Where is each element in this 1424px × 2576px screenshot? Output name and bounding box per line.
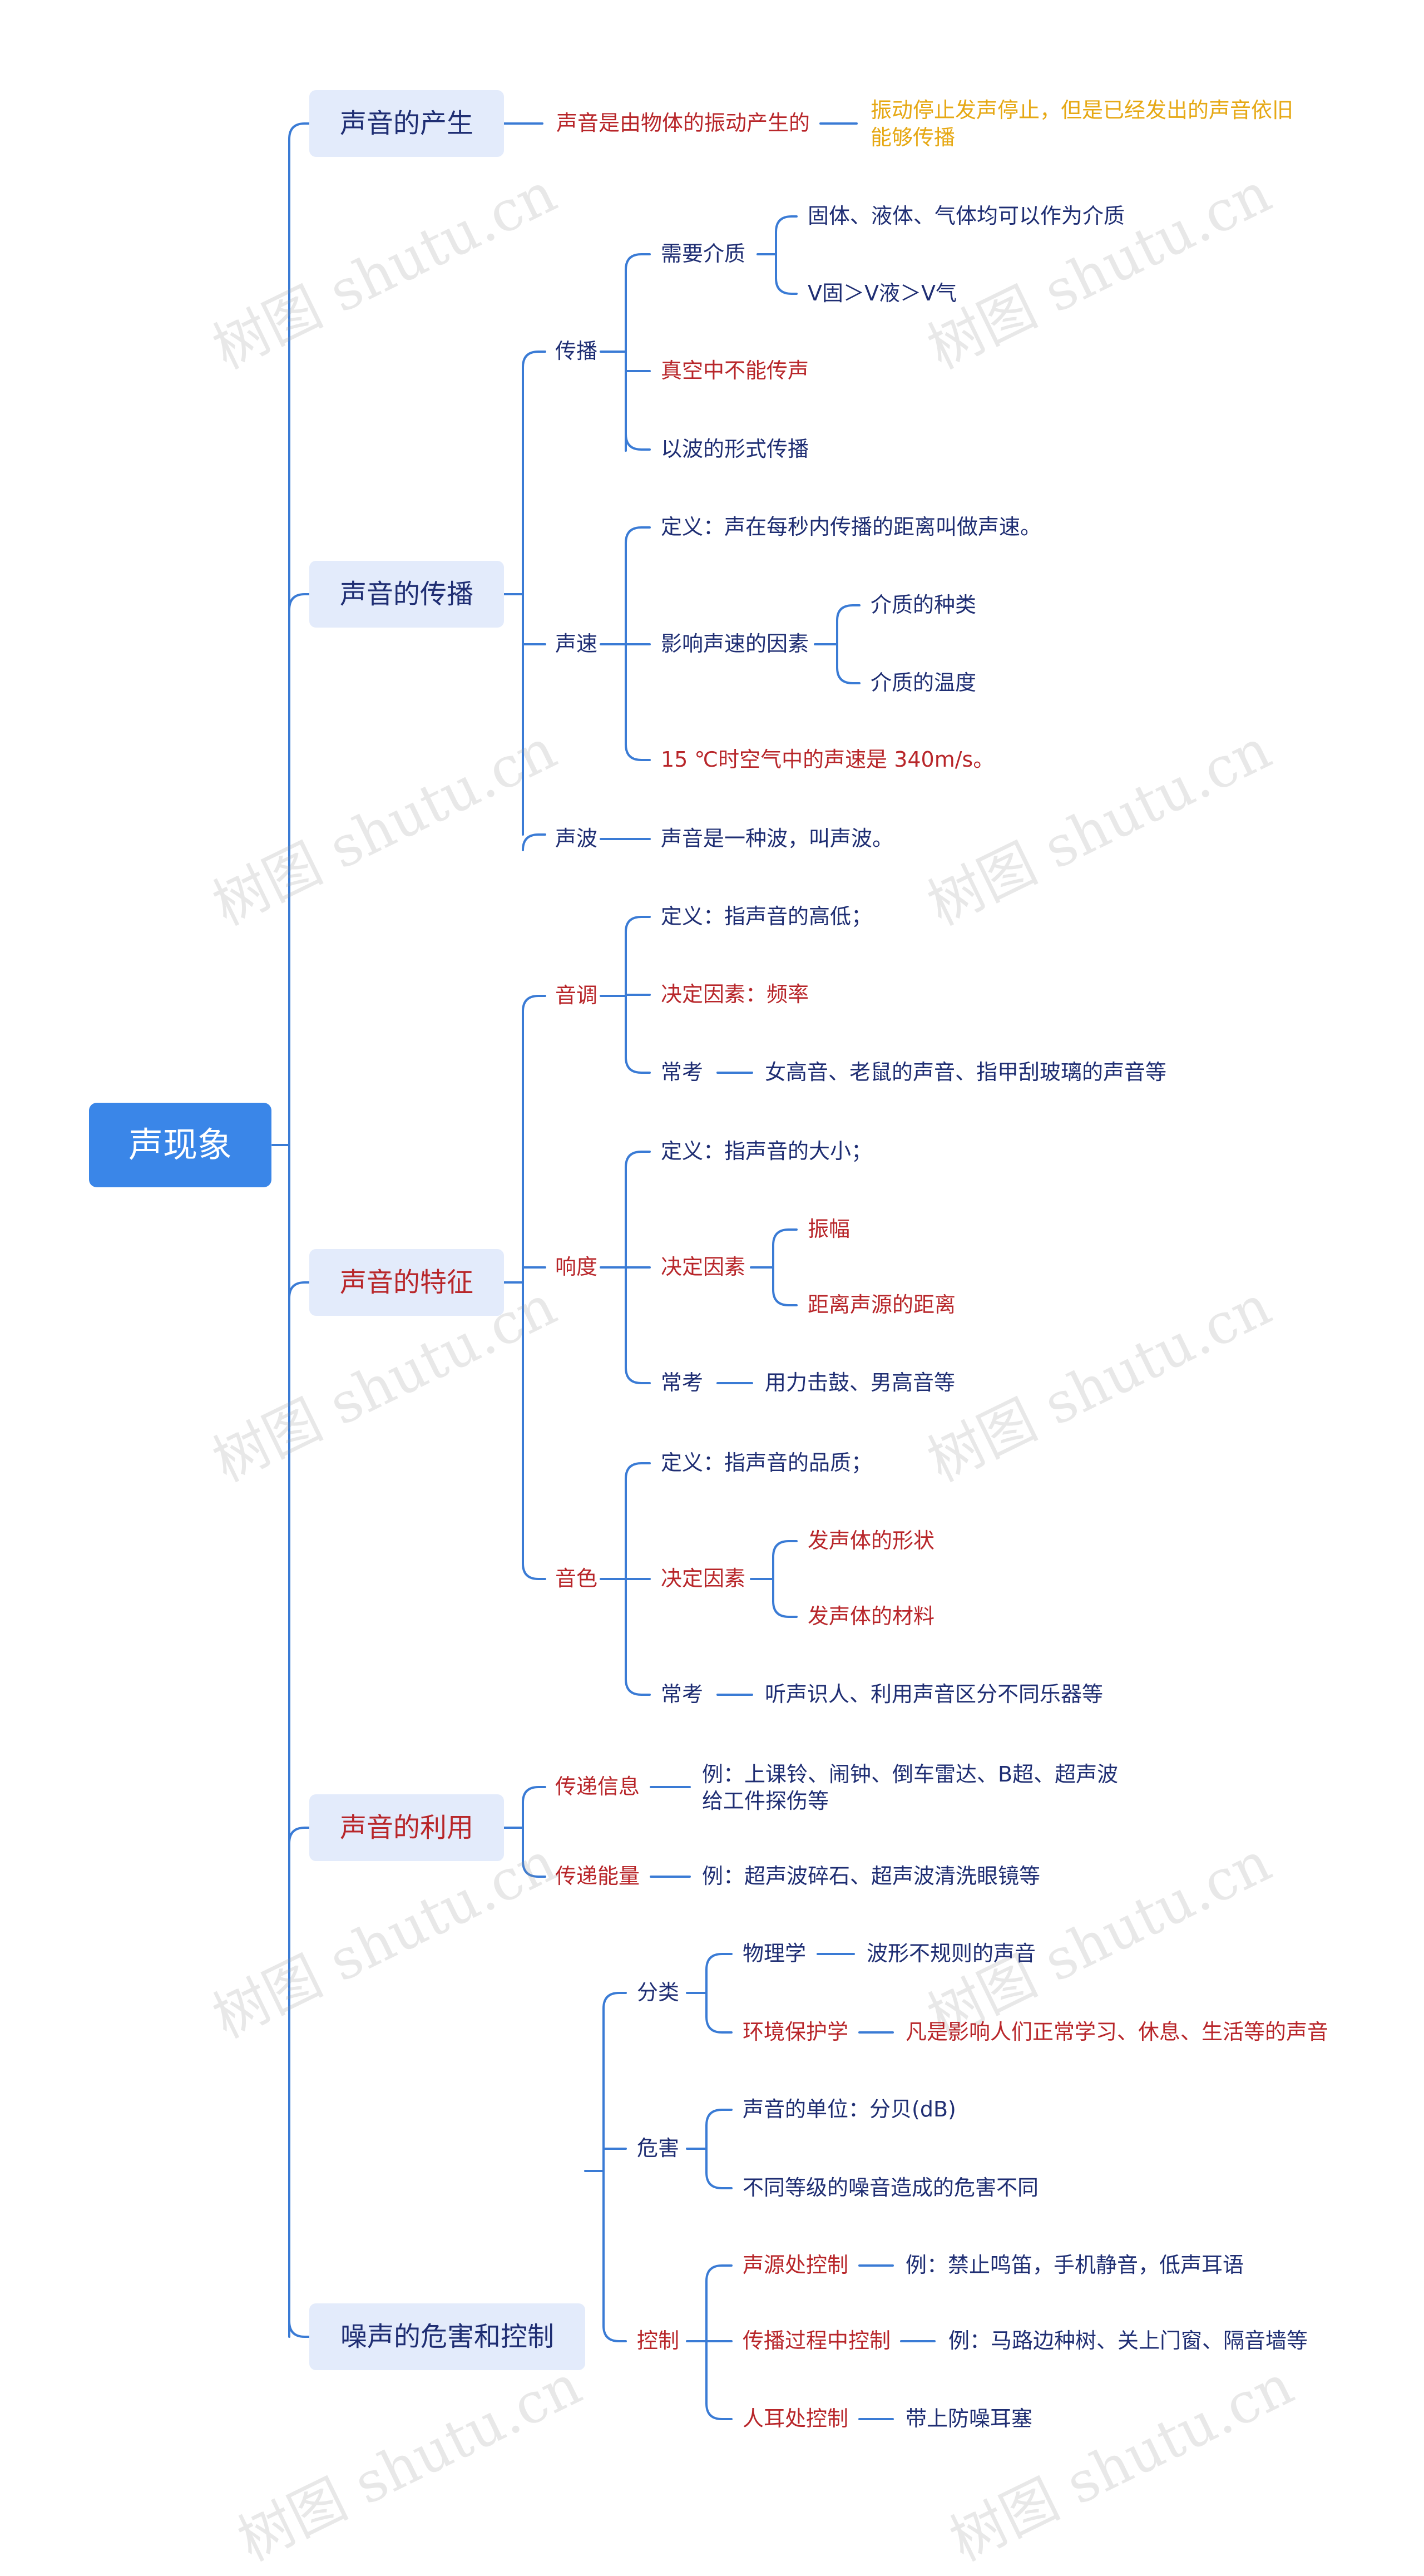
usage-info[interactable]: 传递信息	[555, 1774, 640, 1799]
loudness-definition[interactable]: 定义：指声音的大小；	[661, 1139, 873, 1163]
production-fact[interactable]: 声音是由物体的振动产生的	[556, 111, 810, 135]
timbre-factor-a[interactable]: 发声体的形状	[808, 1528, 935, 1553]
spread-vacuum[interactable]: 真空中不能传声	[661, 358, 809, 383]
usage-energy[interactable]: 传递能量	[555, 1864, 640, 1888]
spread-label[interactable]: 传播	[555, 339, 598, 363]
timbre-factor-b[interactable]: 发声体的材料	[808, 1604, 935, 1628]
loudness-factor[interactable]: 决定因素	[661, 1255, 746, 1279]
branch-usage[interactable]: 声音的利用	[309, 1794, 504, 1861]
speed-factor-a[interactable]: 介质的种类	[871, 593, 977, 617]
classify-env-text[interactable]: 凡是影响人们正常学习、休息、生活等的声音	[906, 2020, 1329, 2044]
spread-medium-a[interactable]: 固体、液体、气体均可以作为介质	[808, 204, 1125, 228]
branch-propagation-label: 声音的传播	[339, 579, 473, 610]
branch-noise[interactable]: 噪声的危害和控制	[309, 2303, 585, 2370]
control-ear-text[interactable]: 带上防噪耳塞	[906, 2406, 1033, 2431]
harm-label[interactable]: 危害	[637, 2136, 680, 2160]
control-label[interactable]: 控制	[637, 2328, 680, 2353]
classify-env[interactable]: 环境保护学	[743, 2020, 849, 2044]
usage-info-line2: 给工件探伤等	[702, 1789, 829, 1813]
loudness-exam-text[interactable]: 用力击鼓、男高音等	[765, 1370, 956, 1395]
production-note-line2: 能够传播	[871, 125, 956, 150]
spread-medium[interactable]: 需要介质	[661, 241, 746, 266]
root-label: 声现象	[128, 1124, 232, 1166]
classify-physics-text[interactable]: 波形不规则的声音	[867, 1941, 1036, 1966]
soundwave-label[interactable]: 声波	[555, 826, 598, 851]
classify-physics[interactable]: 物理学	[743, 1941, 807, 1966]
timbre-exam-text[interactable]: 听声识人、利用声音区分不同乐器等	[765, 1682, 1104, 1706]
branch-production[interactable]: 声音的产生	[309, 90, 504, 157]
loudness-factor-a[interactable]: 振幅	[808, 1217, 851, 1241]
speed-factors[interactable]: 影响声速的因素	[661, 631, 809, 656]
loudness-exam[interactable]: 常考	[661, 1370, 704, 1395]
timbre-exam[interactable]: 常考	[661, 1682, 704, 1706]
loudness-label[interactable]: 响度	[555, 1255, 598, 1279]
control-path-text[interactable]: 例：马路边种树、关上门窗、隔音墙等	[948, 2328, 1308, 2353]
soundwave-desc[interactable]: 声音是一种波，叫声波。	[661, 826, 894, 851]
speed-definition[interactable]: 定义：声在每秒内传播的距离叫做声速。	[661, 515, 1042, 539]
pitch-definition[interactable]: 定义：指声音的高低；	[661, 904, 873, 929]
control-source-text[interactable]: 例：禁止鸣笛，手机静音，低声耳语	[906, 2253, 1244, 2277]
timbre-factor[interactable]: 决定因素	[661, 1566, 746, 1591]
control-ear[interactable]: 人耳处控制	[743, 2406, 849, 2431]
loudness-factor-b[interactable]: 距离声源的距离	[808, 1292, 956, 1317]
speed-air[interactable]: 15 ℃时空气中的声速是 340m/s。	[661, 747, 995, 772]
timbre-definition[interactable]: 定义：指声音的品质；	[661, 1450, 873, 1475]
control-source[interactable]: 声源处控制	[743, 2253, 849, 2277]
branch-production-label: 声音的产生	[339, 108, 473, 139]
usage-info-line1[interactable]: 例：上课铃、闹钟、倒车雷达、B超、超声波	[702, 1762, 1119, 1787]
pitch-factor[interactable]: 决定因素：频率	[661, 982, 809, 1006]
branch-noise-label: 噪声的危害和控制	[340, 2321, 554, 2352]
branch-usage-label: 声音的利用	[339, 1812, 473, 1843]
usage-energy-text[interactable]: 例：超声波碎石、超声波清洗眼镜等	[702, 1864, 1041, 1888]
pitch-exam-text[interactable]: 女高音、老鼠的声音、指甲刮玻璃的声音等	[765, 1060, 1167, 1084]
speed-label[interactable]: 声速	[555, 631, 598, 656]
harm-levels[interactable]: 不同等级的噪音造成的危害不同	[743, 2175, 1039, 2200]
speed-factor-b[interactable]: 介质的温度	[871, 670, 977, 695]
branch-propagation[interactable]: 声音的传播	[309, 561, 504, 628]
control-path[interactable]: 传播过程中控制	[743, 2328, 891, 2353]
spread-wave[interactable]: 以波的形式传播	[661, 437, 809, 461]
classify-label[interactable]: 分类	[637, 1980, 680, 2005]
spread-medium-b[interactable]: V固＞V液＞V气	[808, 281, 957, 305]
pitch-exam[interactable]: 常考	[661, 1060, 704, 1084]
harm-unit[interactable]: 声音的单位：分贝(dB)	[743, 2097, 956, 2121]
pitch-label[interactable]: 音调	[555, 983, 598, 1008]
branch-features[interactable]: 声音的特征	[309, 1249, 504, 1316]
timbre-label[interactable]: 音色	[555, 1566, 598, 1591]
production-note-line1[interactable]: 振动停止发声停止，但是已经发出的声音依旧	[871, 98, 1294, 122]
branch-features-label: 声音的特征	[339, 1267, 473, 1298]
root-node[interactable]: 声现象	[89, 1103, 271, 1187]
